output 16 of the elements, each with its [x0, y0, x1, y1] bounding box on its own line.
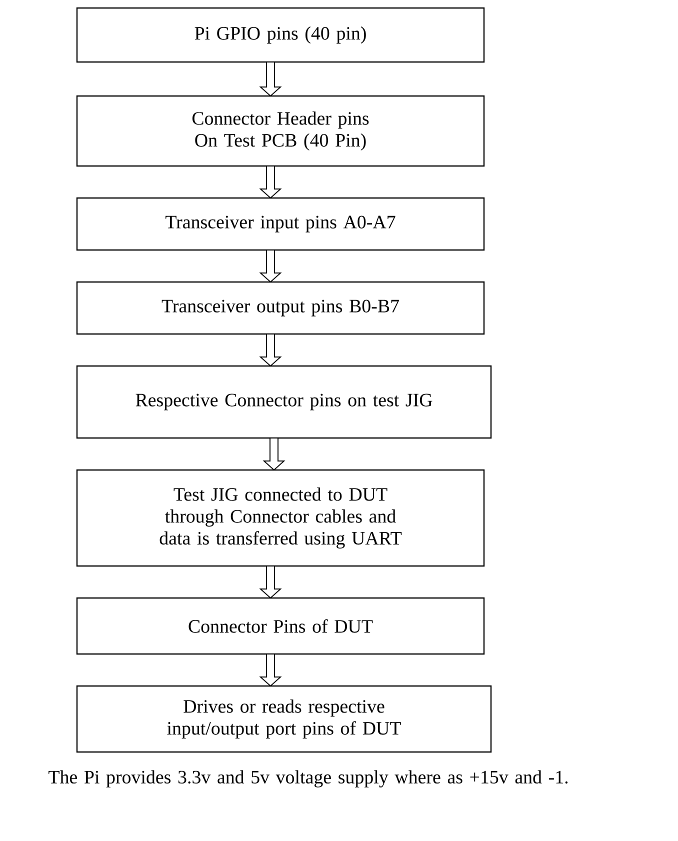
arrow	[259, 334, 282, 367]
process-box: Drives or reads respective input/output port pins of DUT	[76, 685, 492, 753]
arrow	[259, 250, 282, 283]
process-box: Pi GPIO pins (40 pin)	[76, 7, 485, 63]
arrow	[259, 62, 282, 97]
arrow	[259, 654, 282, 687]
note-text: The Pi provides 3.3v and 5v voltage supply where as +15v and -1.	[48, 770, 568, 788]
arrow	[259, 566, 282, 599]
process-box: Transceiver input pins A0-A7	[76, 197, 485, 251]
process-box: Test JIG connected to DUT through Connector cables and data is transferred using UART	[76, 469, 485, 567]
process-box: Connector Pins of DUT	[76, 597, 485, 655]
arrow	[262, 438, 286, 471]
process-box: Connector Header pins On Test PCB (40 Pin)	[76, 95, 485, 167]
arrow	[259, 166, 282, 199]
process-box: Transceiver output pins B0-B7	[76, 281, 485, 335]
process-box: Respective Connector pins on test JIG	[76, 365, 492, 439]
